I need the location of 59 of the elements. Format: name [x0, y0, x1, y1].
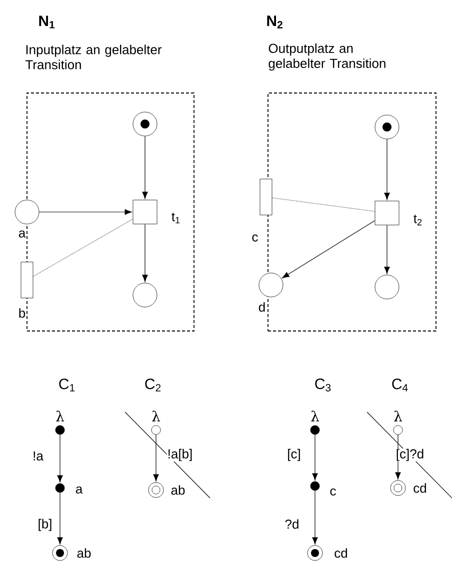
place-label: λ — [152, 410, 160, 422]
edge-label: [c]?d — [395, 448, 425, 462]
place-circle — [258, 272, 284, 298]
label-box — [260, 178, 272, 216]
place-circle — [14, 200, 40, 224]
arrow — [142, 224, 148, 282]
node-label: Outputplatz an gelabelter Transition — [268, 43, 386, 71]
state-dot — [310, 425, 320, 435]
final-state — [390, 480, 406, 496]
node-label: Inputplatz an gelabelter Transition — [25, 44, 162, 70]
place-circle — [374, 274, 400, 300]
arrow — [384, 224, 390, 274]
node-label: N$_{1}$ — [39, 16, 55, 28]
place-label: t$_{2}$ — [414, 214, 422, 226]
place-label: ab — [77, 548, 91, 558]
place-label: λ — [311, 410, 320, 422]
place-label: λ — [394, 410, 402, 422]
place-label: b — [19, 308, 26, 318]
place-label: d — [258, 302, 265, 312]
graph-label: C$_{4}$ — [392, 378, 408, 392]
place-label: t$_{1}$ — [172, 212, 180, 224]
place-label: λ — [56, 410, 64, 422]
state-circle — [151, 425, 161, 435]
edge-label: !a[b] — [166, 448, 194, 462]
arrow — [312, 434, 318, 480]
marked-place — [374, 114, 400, 140]
state-dot — [55, 425, 65, 435]
graph-label: C$_{1}$ — [59, 378, 75, 392]
node-label: N$_{2}$ — [267, 16, 282, 28]
transition-box — [374, 200, 400, 226]
place-label: a — [18, 230, 26, 238]
arrow — [142, 136, 148, 199]
place-label: ab — [171, 485, 185, 495]
arrow — [38, 209, 132, 215]
transition-box — [132, 200, 158, 224]
place-label: c — [330, 488, 336, 496]
edge-label: ?d — [284, 518, 300, 530]
label-box — [20, 262, 34, 298]
graph-label: C$_{2}$ — [145, 378, 161, 392]
arrow — [312, 490, 318, 544]
state-circle — [393, 425, 403, 435]
place-circle — [132, 282, 158, 308]
arrow — [282, 220, 376, 278]
graph-label: C$_{3}$ — [315, 378, 331, 392]
edge-label: !a — [32, 450, 44, 462]
place-label: a — [76, 486, 83, 494]
final-state — [148, 482, 164, 498]
edge-label: [b] — [37, 518, 53, 532]
arrow — [153, 434, 159, 482]
arrow — [57, 492, 63, 544]
final-state — [307, 545, 323, 561]
edge-label: [c] — [286, 448, 302, 462]
arrow — [384, 138, 390, 200]
arrow — [57, 434, 63, 482]
place-label: cd — [334, 548, 348, 558]
place-label: c — [252, 234, 258, 242]
place-label: cd — [414, 483, 426, 493]
marked-place — [132, 112, 158, 136]
final-state — [52, 545, 68, 561]
